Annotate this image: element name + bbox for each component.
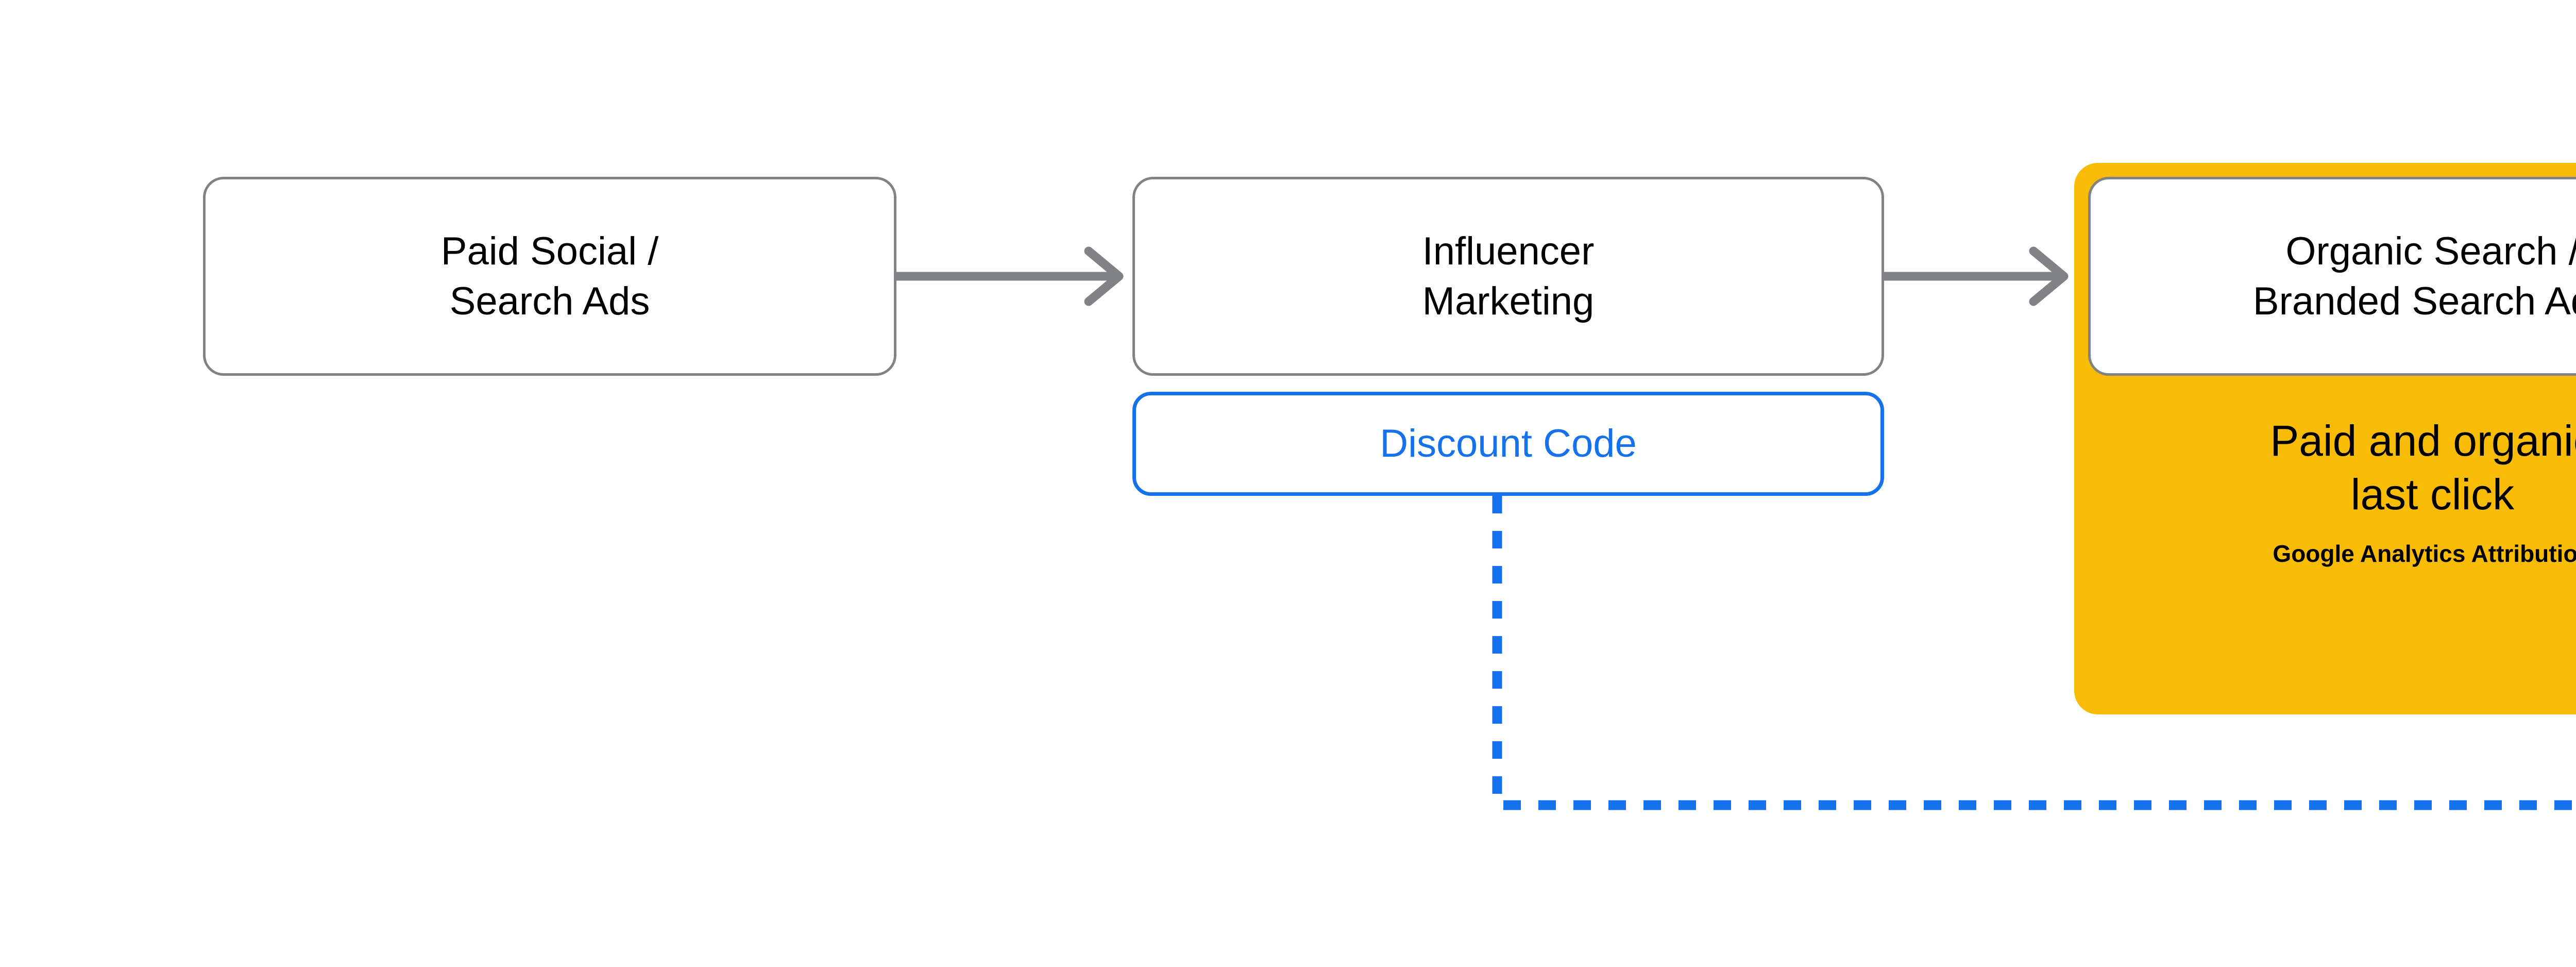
arrow-paid-social-to-influencer: [896, 246, 1124, 306]
node-organic-search-branded-search-ads[interactable]: Organic Search / Branded Search Ads: [2088, 177, 2576, 376]
node-paid-social-search-ads[interactable]: Paid Social / Search Ads: [203, 177, 896, 376]
node-influencer-marketing[interactable]: Influencer Marketing: [1132, 177, 1884, 376]
highlight-group-google-analytics-attribution[interactable]: Organic Search / Branded Search Ads Paid…: [2074, 163, 2576, 714]
highlight-note-text: Paid and organic last click: [2270, 416, 2576, 519]
arrow-influencer-to-organic-search: [1883, 246, 2069, 306]
node-influencer-marketing-label: Influencer Marketing: [1422, 229, 1595, 323]
node-paid-social-search-ads-label: Paid Social / Search Ads: [440, 229, 659, 323]
node-discount-code[interactable]: Discount Code: [1132, 392, 1884, 496]
highlight-source-label: Google Analytics Attribution: [2273, 540, 2576, 568]
node-organic-search-branded-search-ads-label: Organic Search / Branded Search Ads: [2252, 229, 2576, 323]
node-discount-code-label: Discount Code: [1380, 422, 1637, 466]
